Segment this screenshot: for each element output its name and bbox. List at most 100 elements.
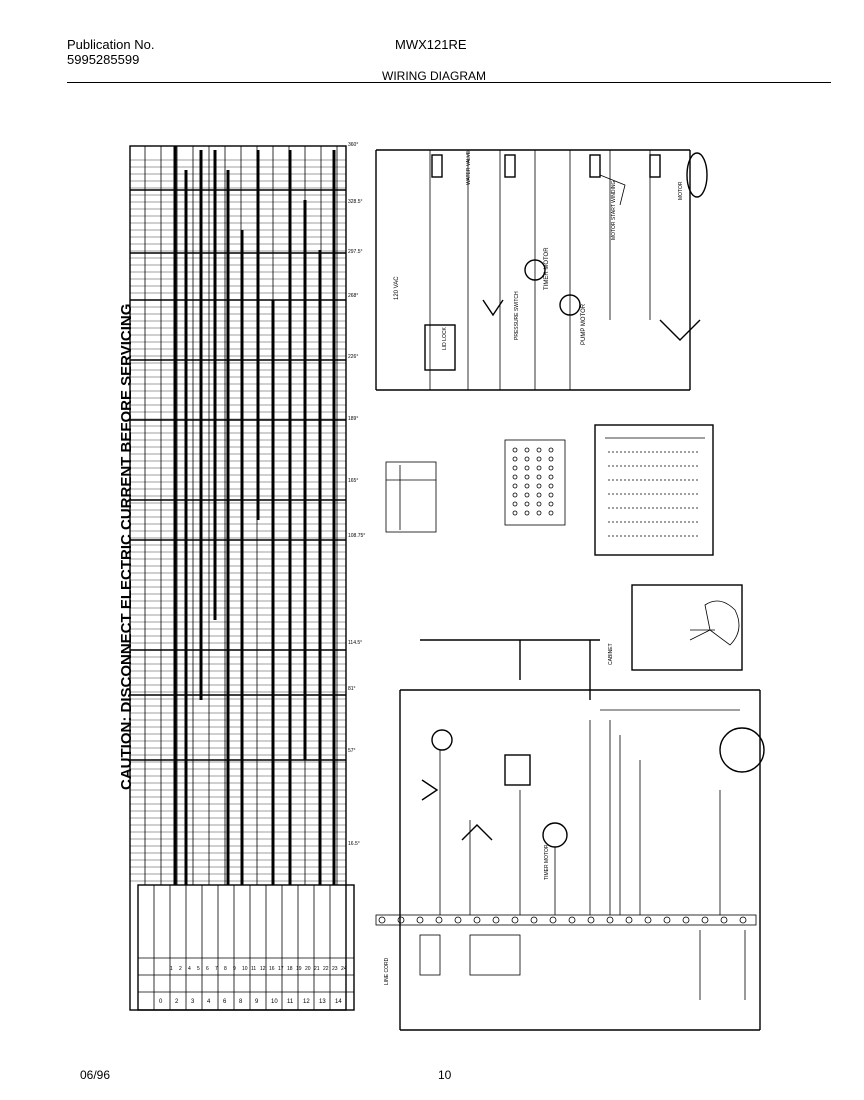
plug-pin xyxy=(524,492,530,498)
terminal-number: 19 xyxy=(296,966,302,972)
terminal-number: 6 xyxy=(206,966,209,972)
pressure-switch-label: PRESSURE SWITCH xyxy=(514,291,520,340)
plug-pin xyxy=(548,510,554,516)
terminal-post xyxy=(568,916,576,924)
terminal-post xyxy=(663,916,671,924)
supply-voltage-label: 120 VAC xyxy=(394,276,400,300)
timer-motor-label: TIMER MOTOR xyxy=(544,247,550,290)
angle-mark: 226° xyxy=(348,354,358,360)
plug-pin xyxy=(524,510,530,516)
plug-pin xyxy=(536,501,542,507)
plug-pin xyxy=(536,510,542,516)
plug-pin xyxy=(548,465,554,471)
plug-pin xyxy=(536,456,542,462)
terminal-number: 12 xyxy=(260,966,266,972)
terminal-number: 1 xyxy=(170,966,173,972)
circuit-number: 13 xyxy=(319,999,326,1005)
terminal-number: 18 xyxy=(287,966,293,972)
terminal-post xyxy=(739,916,747,924)
plug-pin xyxy=(536,447,542,453)
angle-mark: 297.5° xyxy=(348,249,363,255)
terminal-number: 8 xyxy=(224,966,227,972)
terminal-number: 22 xyxy=(323,966,329,972)
circuit-number: 6 xyxy=(223,999,227,1005)
terminal-post xyxy=(454,916,462,924)
plug-pin xyxy=(512,501,518,507)
terminal-number: 9 xyxy=(233,966,236,972)
line-cord-label: LINE CORD xyxy=(384,957,390,985)
header-rule xyxy=(67,82,831,83)
plug-pin xyxy=(536,465,542,471)
terminal-number: 7 xyxy=(215,966,218,972)
timer-motor-pictorial-label: TIMER MOTOR xyxy=(544,844,550,880)
circuit-number: 4 xyxy=(207,999,211,1005)
terminal-number: 4 xyxy=(188,966,191,972)
terminal-number: 5 xyxy=(197,966,200,972)
circuit-number: 2 xyxy=(175,999,179,1005)
angle-mark: 189° xyxy=(348,416,358,422)
pump-motor-label: PUMP MOTOR xyxy=(581,303,587,345)
terminal-number: 16 xyxy=(269,966,275,972)
circuit-number: 12 xyxy=(303,999,310,1005)
plug-pin xyxy=(512,465,518,471)
angle-mark: 57° xyxy=(348,748,356,754)
plug-pin xyxy=(536,474,542,480)
terminal-post xyxy=(511,916,519,924)
terminal-post xyxy=(587,916,595,924)
plug-pin xyxy=(512,510,518,516)
angle-mark: 328.5° xyxy=(348,199,363,205)
lid-lock-label: LID LOCK xyxy=(442,327,448,350)
angle-mark: 268° xyxy=(348,293,358,299)
caution-text: CAUTION: DISCONNECT ELECTRIC CURRENT BEF… xyxy=(118,304,135,790)
plug-pin xyxy=(524,501,530,507)
angle-mark: 360° xyxy=(348,142,358,148)
circuit-number: 3 xyxy=(191,999,195,1005)
terminal-number: 11 xyxy=(251,966,256,972)
terminal-post xyxy=(720,916,728,924)
circuit-number: 10 xyxy=(271,999,278,1005)
plug-pin xyxy=(548,483,554,489)
plug-pin xyxy=(512,447,518,453)
terminal-number: 20 xyxy=(305,966,311,972)
terminal-post xyxy=(530,916,538,924)
terminal-post xyxy=(606,916,614,924)
terminal-post xyxy=(625,916,633,924)
publication-number: 5995285599 xyxy=(67,52,140,67)
footer-date: 06/96 xyxy=(80,1068,111,1082)
page-number: 10 xyxy=(438,1068,452,1082)
plug-pin xyxy=(512,474,518,480)
plug-pin xyxy=(524,456,530,462)
plug-pin xyxy=(524,483,530,489)
plug-pin xyxy=(512,456,518,462)
angle-mark: 114.5° xyxy=(348,640,362,646)
terminal-post xyxy=(473,916,481,924)
angle-mark: 81° xyxy=(348,686,356,692)
plug-pin xyxy=(548,492,554,498)
timer-sequence-chart: 360°328.5°297.5°268°226°189°165°108.75°1… xyxy=(129,142,365,1011)
plug-pin xyxy=(536,483,542,489)
circuit-number: 11 xyxy=(287,999,294,1005)
angle-mark: 165° xyxy=(348,478,358,484)
terminal-number: 17 xyxy=(278,966,284,972)
terminal-post xyxy=(682,916,690,924)
terminal-number: 24 xyxy=(341,966,347,972)
plug-pin xyxy=(524,474,530,480)
terminal-number: 10 xyxy=(242,966,248,972)
circuit-number: 0 xyxy=(159,999,163,1005)
water-valve-label: WATER VALVE xyxy=(466,150,472,185)
legend-boxes xyxy=(385,424,743,671)
circuit-number: 9 xyxy=(255,999,259,1005)
plug-pin xyxy=(548,474,554,480)
terminal-post xyxy=(549,916,557,924)
plug-pin xyxy=(536,492,542,498)
pictorial-wiring: TIMER MOTOR CABINET LINE CORD xyxy=(375,639,765,1031)
terminal-post xyxy=(644,916,652,924)
plug-pin xyxy=(548,501,554,507)
circuit-number: 8 xyxy=(239,999,243,1005)
motor-label: MOTOR xyxy=(678,181,684,200)
motor-start-winding-label: MOTOR START WINDING xyxy=(611,181,617,240)
terminal-number: 2 xyxy=(179,966,182,972)
circuit-number: 14 xyxy=(335,999,342,1005)
terminal-number: 21 xyxy=(314,966,320,972)
